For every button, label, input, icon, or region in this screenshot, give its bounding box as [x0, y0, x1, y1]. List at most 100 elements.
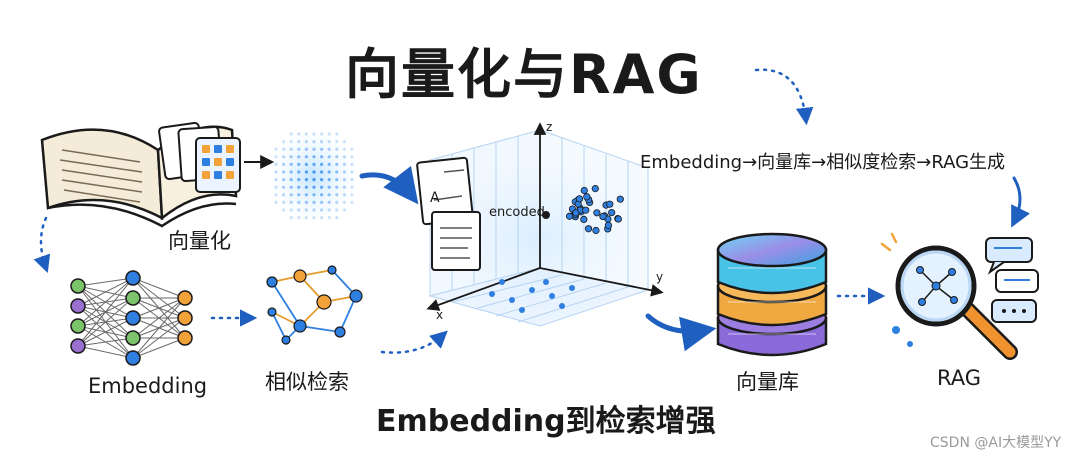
vector-dot [282, 147, 286, 151]
vector-dot [327, 185, 331, 189]
nn-node [125, 350, 141, 366]
nn-link [77, 277, 134, 347]
watermark: CSDN @AI大模型YY [930, 435, 1062, 451]
vector-dot [282, 185, 286, 189]
nn-link [77, 297, 134, 347]
vector-dot [320, 216, 324, 220]
cluster-point [614, 215, 622, 223]
vector-dot [320, 170, 324, 174]
vector-dot [335, 155, 339, 159]
nn-link [132, 317, 186, 359]
nn-node [177, 310, 193, 326]
nn-link [77, 277, 134, 327]
cluster-point [616, 195, 624, 203]
vector-dot [297, 132, 301, 136]
vector-dot [335, 216, 339, 220]
vector-dot [297, 208, 301, 212]
vector-dot [289, 185, 293, 189]
nn-node [125, 330, 141, 346]
vector-dot [327, 200, 331, 204]
document-cards [158, 121, 241, 193]
vector-dot [350, 200, 354, 204]
arrow-grid-to-space [359, 165, 419, 205]
nn-link [77, 337, 134, 347]
nn-node [70, 338, 86, 354]
label-vectorize: 向量化 [168, 229, 231, 253]
vector-dot [312, 155, 316, 159]
vector-dot [350, 162, 354, 166]
vector-dot [289, 216, 293, 220]
vector-dot [320, 162, 324, 166]
vector-dot [335, 193, 339, 197]
vector-dot [289, 140, 293, 144]
vector-dot [350, 170, 354, 174]
label-rag: RAG [937, 366, 982, 390]
vector-dot [274, 162, 278, 166]
nn-node [177, 290, 193, 306]
cluster-point [580, 186, 588, 195]
vector-dot [274, 170, 278, 174]
cluster-point [606, 200, 614, 208]
vector-dot [274, 178, 278, 182]
vector-dot [350, 155, 354, 159]
vector-dot [335, 208, 339, 212]
vector-dot [297, 155, 301, 159]
arrow-pipeline-to-rag [1011, 176, 1030, 228]
vector-dot [282, 178, 286, 182]
nn-link [132, 337, 186, 359]
cluster-point [593, 209, 601, 217]
vector-dot [350, 178, 354, 182]
pipeline-caption: Embedding→向量库→相似度检索→RAG生成 [640, 152, 1006, 173]
vector-dot [289, 178, 293, 182]
document-letter: A [430, 190, 440, 206]
vector-dot [335, 170, 339, 174]
arrow-title-to-pipeline [754, 68, 814, 126]
nn-link [77, 317, 134, 347]
vector-dot [304, 185, 308, 189]
cluster-point [599, 212, 607, 221]
vector-dot [320, 132, 324, 136]
chat-bubbles-icon [985, 237, 1039, 323]
nn-node [70, 278, 86, 294]
vector-dot [335, 132, 339, 136]
nn-node [125, 310, 141, 326]
vector-dot [335, 147, 339, 151]
vector-dot [304, 162, 308, 166]
vector-dot [342, 208, 346, 212]
nn-link [77, 277, 134, 287]
label-vector-db: 向量库 [736, 370, 799, 394]
vector-dot [312, 147, 316, 151]
cluster-point [572, 209, 580, 217]
diagram-subtitle: Embedding到检索增强 [376, 404, 716, 439]
vector-dot [282, 155, 286, 159]
vector-dot [342, 155, 346, 159]
vector-dot [282, 162, 286, 166]
page-title: 向量化与RAG [345, 43, 703, 106]
vector-dot [312, 162, 316, 166]
vector-dot [274, 185, 278, 189]
cluster-point [575, 195, 584, 203]
vector-dot [274, 155, 278, 159]
vector-dot [289, 132, 293, 136]
vector-dot [327, 193, 331, 197]
vector-dot [304, 200, 308, 204]
vector-dot [297, 178, 301, 182]
vector-dot [274, 147, 278, 151]
vector-dot [312, 140, 316, 144]
vector-dot [327, 132, 331, 136]
vector-dot [327, 178, 331, 182]
vector-dot [297, 200, 301, 204]
vector-dot [282, 170, 286, 174]
vector-dot [289, 200, 293, 204]
vector-dot [289, 208, 293, 212]
vector-dot [320, 140, 324, 144]
vector-dot [289, 155, 293, 159]
vector-dot [312, 208, 316, 212]
vector-dot [312, 216, 316, 220]
label-embedding: Embedding [88, 374, 208, 398]
vector-grid-illustration [270, 128, 356, 224]
vector-dot [342, 200, 346, 204]
vector-dot [312, 170, 316, 174]
neural-network-illustration [70, 270, 193, 366]
